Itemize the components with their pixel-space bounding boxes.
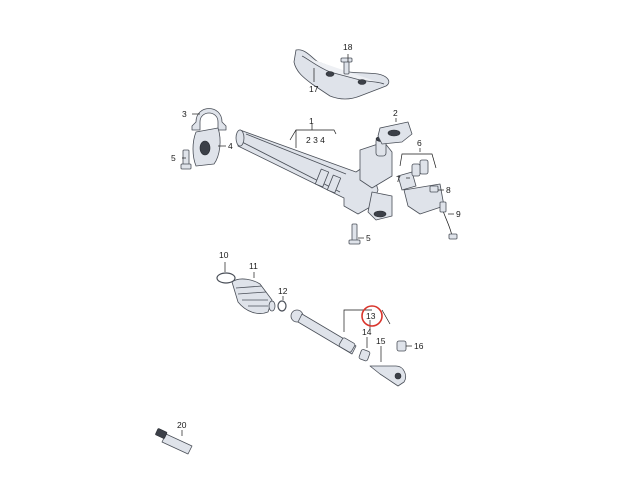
callout-18: 18 bbox=[343, 42, 353, 52]
callout-13: 13 bbox=[366, 311, 376, 321]
callout-1: 1 bbox=[309, 116, 314, 126]
clamp-ring-part-10 bbox=[216, 272, 236, 284]
tie-rod-part-13 bbox=[290, 309, 357, 355]
callout-6: 6 bbox=[417, 138, 422, 148]
callout-9: 9 bbox=[456, 209, 461, 219]
callout-7: 7 bbox=[396, 174, 401, 184]
nut-part-14 bbox=[358, 349, 371, 362]
bolt-part-5-left bbox=[180, 149, 192, 170]
clamp-part-3 bbox=[191, 108, 227, 131]
nut-part-16 bbox=[396, 340, 407, 352]
callout-11: 11 bbox=[249, 261, 258, 271]
bracket-part-17 bbox=[293, 49, 390, 100]
callout-20: 20 bbox=[177, 420, 187, 430]
callout-1-sub: 2 3 4 bbox=[306, 135, 325, 145]
boot-part-11 bbox=[231, 278, 276, 314]
tube-part-20 bbox=[155, 428, 193, 455]
ring-part-12 bbox=[277, 300, 287, 312]
highlight-ring bbox=[361, 305, 383, 327]
bolt-part-18 bbox=[340, 57, 353, 75]
callout-8: 8 bbox=[446, 185, 451, 195]
callout-3: 3 bbox=[182, 109, 187, 119]
callout-5-lower: 5 bbox=[366, 233, 371, 243]
steering-rack-housing bbox=[235, 129, 393, 221]
screw-part-8 bbox=[429, 185, 439, 193]
tie-rod-end-part-15 bbox=[369, 365, 406, 387]
callout-2: 2 bbox=[393, 108, 398, 118]
callout-5-left: 5 bbox=[171, 153, 176, 163]
sensor-part-9 bbox=[439, 201, 458, 240]
callout-14: 14 bbox=[362, 327, 372, 337]
bolt-part-5-lower bbox=[348, 223, 361, 245]
mount-block-part-2 bbox=[377, 121, 413, 145]
callout-12: 12 bbox=[278, 286, 288, 296]
callout-10: 10 bbox=[219, 250, 229, 260]
callout-4: 4 bbox=[228, 141, 233, 151]
callout-16: 16 bbox=[414, 341, 424, 351]
mount-part-4 bbox=[192, 127, 221, 167]
callout-17: 17 bbox=[309, 84, 319, 94]
leader-lines bbox=[181, 54, 454, 436]
callout-15: 15 bbox=[376, 336, 386, 346]
